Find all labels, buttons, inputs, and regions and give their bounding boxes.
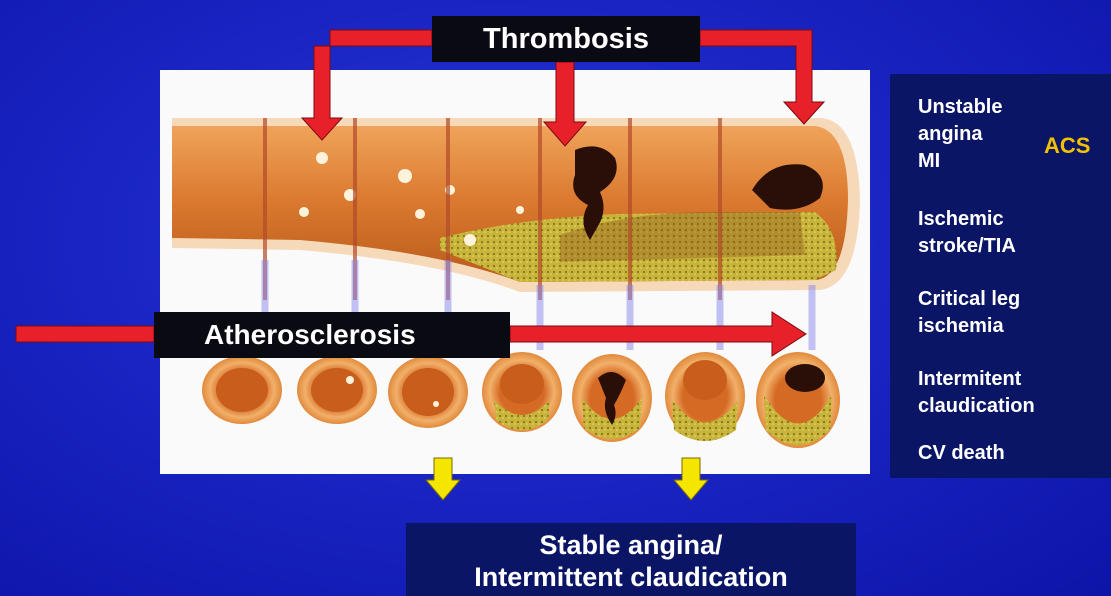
outcome-claudication: Intermitent claudication — [918, 366, 1035, 420]
stable-angina-box: Stable angina/ Intermittent claudication — [406, 523, 856, 596]
cross-section-3 — [388, 356, 468, 428]
cross-section-4 — [482, 352, 562, 432]
atherosclerosis-label: Atherosclerosis — [154, 312, 510, 358]
cross-section-5 — [572, 354, 652, 442]
outcome-acs-group: Unstable angina MI — [918, 94, 1002, 175]
outcome-stroke: Ischemic stroke/TIA — [918, 206, 1016, 260]
acs-label: ACS — [1044, 133, 1090, 159]
cross-section-6 — [665, 352, 745, 441]
outcome-leg-ischemia: Critical leg ischemia — [918, 286, 1020, 340]
cross-section-1 — [202, 356, 282, 424]
thrombosis-label: Thrombosis — [432, 16, 700, 62]
cross-section-2 — [297, 356, 377, 424]
outcome-cv-death: CV death — [918, 440, 1005, 467]
cross-section-7 — [756, 352, 840, 448]
